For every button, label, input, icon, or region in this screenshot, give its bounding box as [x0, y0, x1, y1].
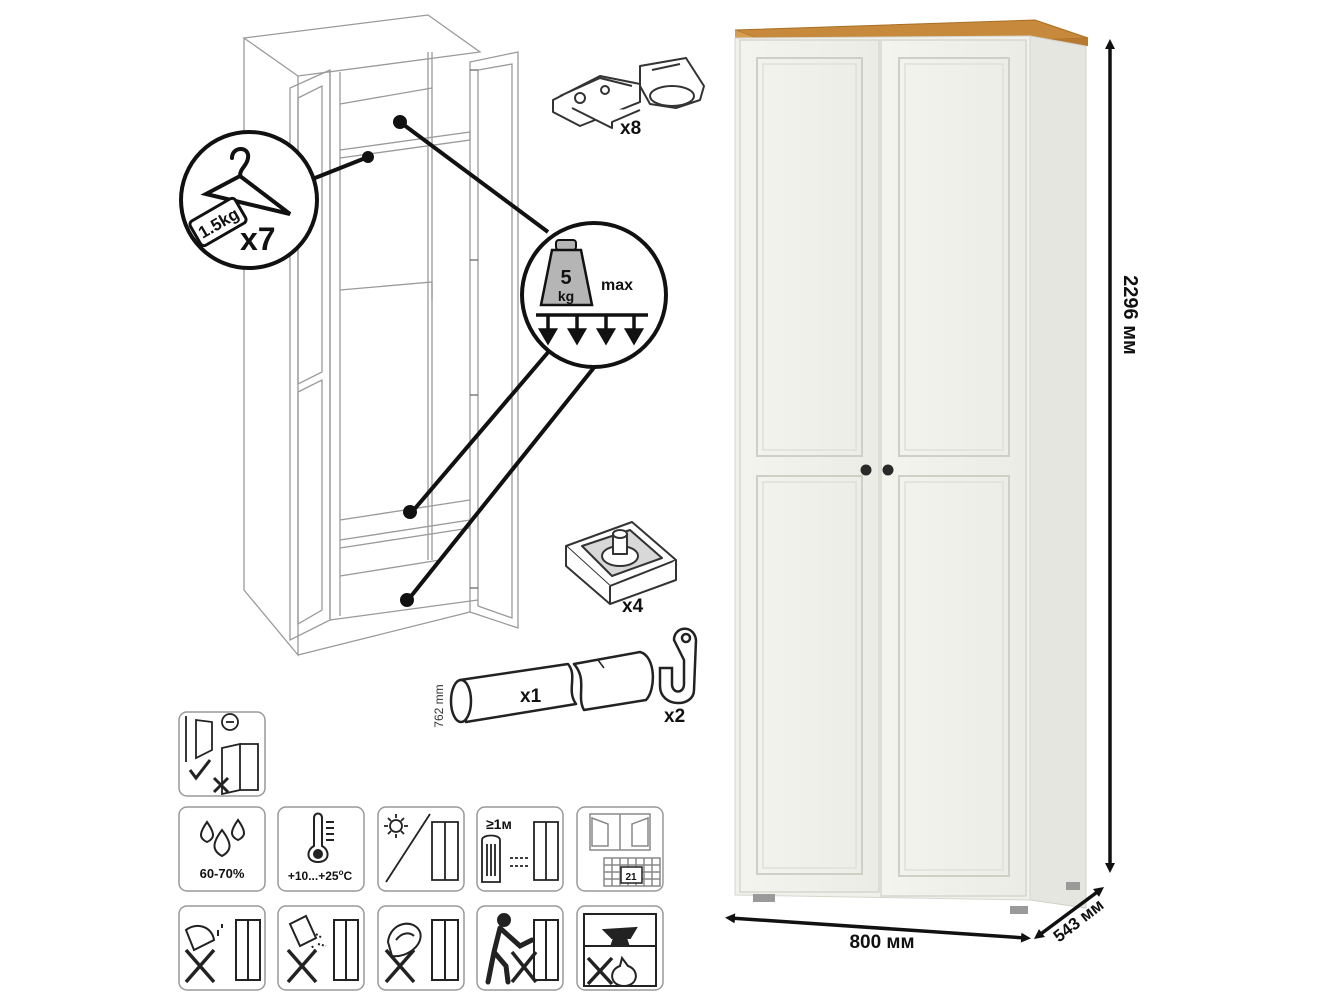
rod-qty-label: x1 — [520, 686, 542, 707]
bracket-qty-label: x2 — [664, 706, 685, 727]
weight-max-label: max — [601, 277, 633, 294]
width-dimension-line — [725, 913, 1031, 943]
temperature-icon: +10...+25oC — [277, 806, 365, 892]
temperature-degree: o — [339, 868, 344, 877]
no-chemicals-icon — [277, 905, 365, 991]
depth-dimension-line — [1033, 887, 1105, 939]
no-wet-cleaning-icon — [178, 905, 266, 991]
calendar-day-label: 21 — [625, 872, 637, 883]
hanger-qty-label: x7 — [240, 221, 276, 257]
left-door — [739, 39, 880, 893]
hanger-callout: 1.5kg x7 — [179, 130, 319, 270]
temperature-unit: C — [343, 869, 352, 883]
dimension-lines — [725, 39, 1115, 943]
right-door-knob — [882, 464, 894, 476]
shelf-load-callout: 5 kg max — [520, 221, 668, 369]
humidity-icon: 60-70% — [178, 806, 266, 892]
foot-back-right — [1066, 882, 1080, 890]
hinge-icon — [552, 57, 705, 129]
width-dimension-label: 800 мм — [849, 932, 914, 953]
care-icons: 60-70% +10...+25oC — [178, 711, 664, 991]
foot-qty-label: x4 — [622, 596, 644, 617]
wardrobe-right-side — [1029, 35, 1087, 909]
heater-distance-label: ≥1м — [486, 816, 512, 832]
closed-wardrobe — [734, 19, 1089, 914]
weight-unit: kg — [558, 288, 574, 304]
rod-length-label: 762 mm — [432, 684, 446, 727]
hanging-rod-icon — [449, 650, 655, 724]
ventilation-icon: 21 — [576, 806, 664, 892]
hanger-icon — [200, 147, 292, 216]
rod-bracket-icon — [658, 627, 698, 705]
no-abrasive-icon — [377, 905, 465, 991]
open-wardrobe-drawing — [242, 14, 519, 657]
callout-lines — [314, 115, 598, 607]
right-door — [880, 39, 1027, 897]
temperature-range: +10...+25 — [288, 869, 339, 883]
temperature-label: +10...+25oC — [288, 868, 353, 883]
weight-icon: 5 kg — [539, 239, 594, 307]
no-leaning-icon — [476, 905, 564, 991]
no-heavy-load-icon — [576, 905, 664, 991]
left-door-knob — [860, 464, 872, 476]
heater-distance-icon: ≥1м — [476, 806, 564, 892]
foot-leveler-icon — [565, 521, 677, 605]
weight-value: 5 — [560, 267, 571, 289]
no-sunlight-icon — [377, 806, 465, 892]
height-dimension-label: 2296 мм — [1119, 275, 1141, 355]
humidity-label: 60-70% — [200, 866, 245, 881]
foot-front-left — [753, 894, 775, 902]
foot-front-right — [1010, 906, 1028, 914]
wall-mount-icon — [178, 711, 266, 797]
hinge-qty-label: x8 — [620, 118, 641, 139]
shelf-arrows-icon — [536, 313, 648, 346]
